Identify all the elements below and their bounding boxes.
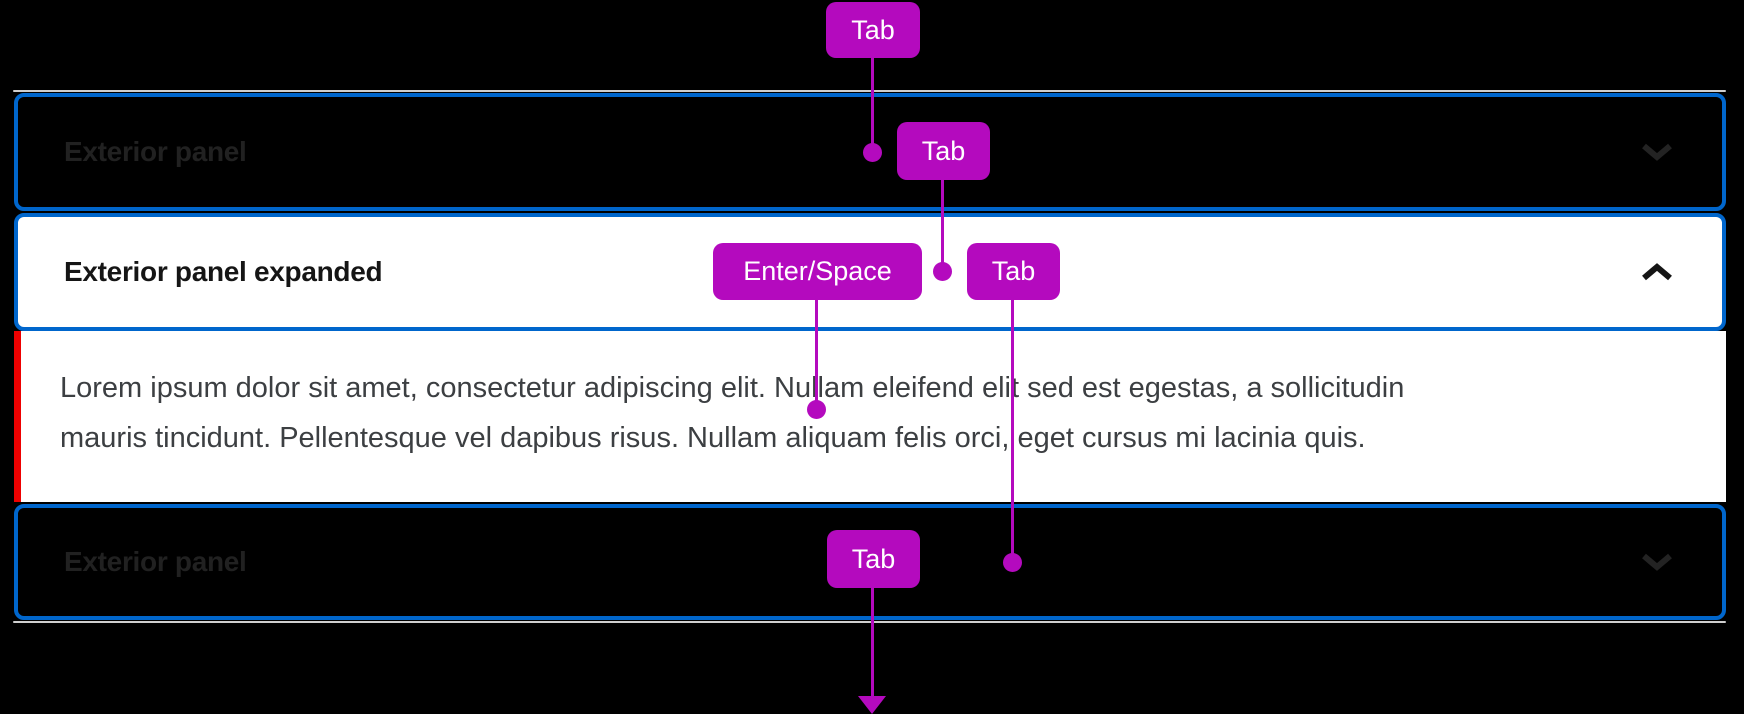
chevron-down-icon: [1642, 553, 1672, 571]
key-badge-tab-to-next: Tab: [967, 243, 1060, 300]
accordion-toggle-label: Exterior panel expanded: [64, 256, 383, 287]
connector-line-tab-to-next: [1011, 300, 1014, 562]
key-badge-tab-top: Tab: [826, 2, 920, 58]
accordion-toggle-exterior-panel-1[interactable]: Exterior panel: [14, 93, 1726, 211]
accordion-expanded-content: Lorem ipsum dolor sit amet, consectetur …: [14, 331, 1726, 502]
key-badge-label: Enter/Space: [743, 256, 892, 286]
chevron-up-icon: [1642, 263, 1672, 281]
focus-dot-panel-1: [863, 143, 882, 162]
content-text-line: mauris tincidunt. Pellentesque vel dapib…: [60, 422, 1366, 454]
connector-line-tab-exit: [871, 588, 874, 698]
key-badge-label: Tab: [991, 256, 1036, 286]
focus-dot-expanded-content: [807, 400, 826, 419]
accordion-bottom-hairline: [13, 621, 1726, 623]
key-badge-label: Tab: [851, 14, 895, 45]
key-badge-tab-to-expanded: Tab: [897, 122, 990, 180]
key-badge-label: Tab: [851, 543, 896, 574]
focus-dot-panel-3: [1003, 553, 1022, 572]
accordion-toggle-label: Exterior panel: [64, 136, 247, 167]
connector-line-enter-space: [815, 300, 818, 410]
key-badge-enter-space: Enter/Space: [713, 243, 922, 300]
connector-line-tab-top: [871, 58, 874, 153]
key-badge-label: Tab: [921, 135, 966, 166]
focus-dot-expanded-header: [933, 262, 952, 281]
key-badge-tab-exit: Tab: [827, 530, 920, 588]
accordion-toggle-label: Exterior panel: [64, 546, 247, 577]
content-text-line: Lorem ipsum dolor sit amet, consectetur …: [60, 372, 1405, 404]
accordion-top-hairline: [13, 90, 1726, 92]
chevron-down-icon: [1642, 143, 1672, 161]
arrow-down-icon: [858, 696, 886, 714]
connector-line-tab-to-expanded: [941, 180, 944, 272]
